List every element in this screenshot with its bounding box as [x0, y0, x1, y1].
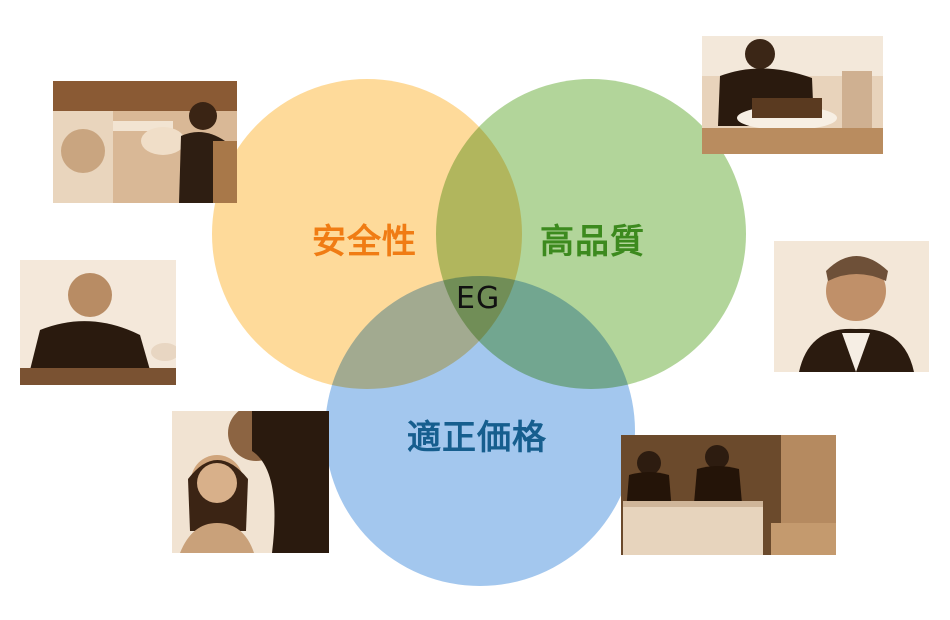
price-label: 適正価格 — [407, 418, 547, 458]
price-circle — [325, 276, 635, 586]
quality-label: 高品質 — [540, 222, 645, 262]
photo-man-inspecting-part — [20, 260, 176, 385]
photo-smiling-senior-man — [774, 241, 929, 372]
photo-woman-and-man-discussion — [172, 411, 329, 553]
photo-engineer-soldering — [702, 36, 883, 154]
photo-workers-packing-boxes — [621, 435, 836, 555]
safety-label: 安全性 — [312, 222, 417, 262]
photo-technician-assembling — [53, 81, 237, 203]
center-label: EG — [456, 281, 501, 316]
